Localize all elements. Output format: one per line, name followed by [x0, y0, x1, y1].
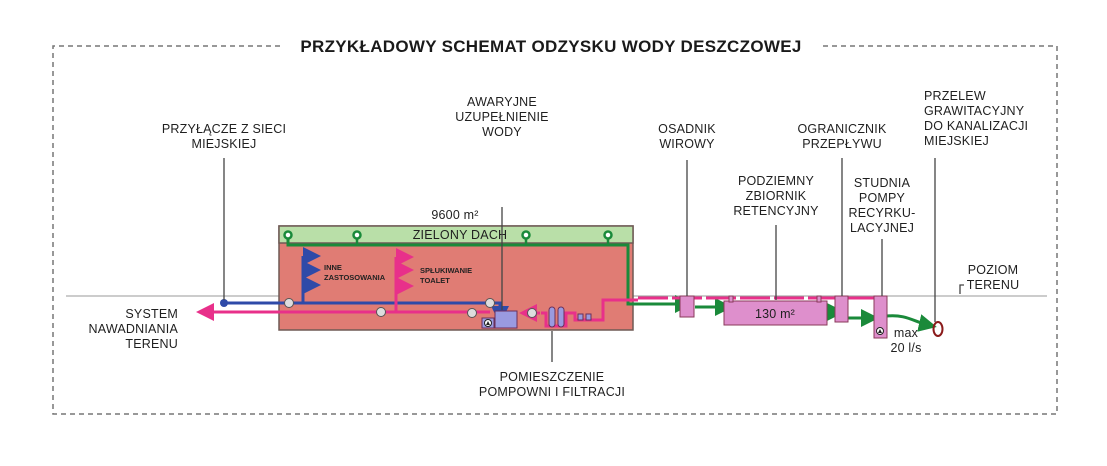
svg-text:20 l/s: 20 l/s	[890, 341, 921, 355]
svg-text:UZUPEŁNIENIE: UZUPEŁNIENIE	[455, 110, 548, 124]
svg-text:POMIESZCZENIE: POMIESZCZENIE	[500, 370, 605, 384]
svg-text:PRZELEW: PRZELEW	[924, 89, 986, 103]
water-meter-icon	[527, 308, 537, 318]
dashed-frame	[52, 45, 1058, 415]
recirc-pump-well	[873, 295, 888, 339]
svg-text:ZBIORNIK: ZBIORNIK	[746, 189, 807, 203]
svg-text:MIEJSKIEJ: MIEJSKIEJ	[191, 137, 256, 151]
svg-text:RETENCYJNY: RETENCYJNY	[733, 204, 819, 218]
filter-icon	[548, 306, 556, 328]
svg-text:WIROWY: WIROWY	[659, 137, 715, 151]
svg-text:NAWADNIANIA: NAWADNIANIA	[89, 322, 179, 336]
label-flow-limiter: OGRANICZNIK PRZEPŁYWU	[797, 122, 886, 151]
svg-text:TERENU: TERENU	[967, 278, 1020, 292]
label-recirc-pump-well: STUDNIA POMPY RECYRKU- LACYJNEJ	[849, 176, 916, 235]
svg-text:STUDNIA: STUDNIA	[854, 176, 911, 190]
label-city-connection: PRZYŁĄCZE Z SIECI MIEJSKIEJ	[162, 122, 286, 151]
svg-text:POMPOWNI I FILTRACJI: POMPOWNI I FILTRACJI	[479, 385, 625, 399]
vortex-settler	[679, 295, 695, 318]
label-ground-level: POZIOM TERENU	[967, 263, 1020, 292]
svg-text:PRZYŁĄCZE Z SIECI: PRZYŁĄCZE Z SIECI	[162, 122, 286, 136]
other-uses-label-2: ZASTOSOWANIA	[324, 273, 386, 282]
toilet-flush-label-1: SPŁUKIWANIE	[420, 266, 472, 275]
label-irrigation: SYSTEM NAWADNIANIA TERENU	[89, 307, 179, 351]
roof-drain-icons	[283, 230, 613, 245]
storage-tank-icon	[494, 310, 518, 329]
pump-triangle-icon	[486, 321, 490, 325]
water-meter-icon	[376, 307, 386, 317]
label-retention-tank: PODZIEMNY ZBIORNIK RETENCYJNY	[733, 174, 819, 218]
roof-drain-icon	[521, 230, 531, 240]
water-meter-icons	[284, 298, 537, 318]
water-meter-icon	[485, 298, 495, 308]
svg-text:DO KANALIZACJI: DO KANALIZACJI	[924, 119, 1028, 133]
svg-text:POMPY: POMPY	[859, 191, 906, 205]
uv-unit-icon	[585, 313, 592, 321]
svg-text:PODZIEMNY: PODZIEMNY	[738, 174, 815, 188]
pump-triangle-icon	[878, 329, 882, 333]
tank-vent	[816, 295, 822, 303]
svg-text:PRZEPŁYWU: PRZEPŁYWU	[802, 137, 882, 151]
diagram-title: PRZYKŁADOWY SCHEMAT ODZYSKU WODY DESZCZO…	[300, 37, 801, 56]
roof-drain-icon	[283, 230, 293, 240]
svg-text:OGRANICZNIK: OGRANICZNIK	[797, 122, 886, 136]
svg-text:AWARYJNE: AWARYJNE	[467, 95, 537, 109]
svg-text:OSADNIK: OSADNIK	[658, 122, 716, 136]
label-pump-room: POMIESZCZENIE POMPOWNI I FILTRACJI	[479, 370, 625, 399]
roof-area-label: 9600 m²	[431, 208, 478, 222]
pink-recycled-water-pipe	[196, 248, 879, 328]
overflow-outlet-icon	[932, 321, 944, 337]
filter-icon	[557, 306, 565, 328]
other-uses-label-1: INNE	[324, 263, 342, 272]
water-meter-icon	[467, 308, 477, 318]
svg-text:GRAWITACYJNY: GRAWITACYJNY	[924, 104, 1025, 118]
svg-text:TERENU: TERENU	[125, 337, 178, 351]
flow-limiter	[834, 295, 849, 323]
label-emergency-refill: AWARYJNE UZUPEŁNIENIE WODY	[455, 95, 548, 139]
roof-drain-icon	[603, 230, 613, 240]
svg-text:LACYJNEJ: LACYJNEJ	[850, 221, 914, 235]
tank-vent	[728, 295, 734, 303]
city-connection-node	[220, 299, 228, 307]
svg-text:max: max	[894, 326, 919, 340]
toilet-flush-label-2: TOALET	[420, 276, 450, 285]
svg-text:SYSTEM: SYSTEM	[125, 307, 178, 321]
uv-unit-icon	[577, 313, 584, 321]
svg-text:WODY: WODY	[482, 125, 522, 139]
leader-lines	[223, 158, 964, 362]
green-roof	[278, 225, 634, 244]
label-max-flow: max 20 l/s	[890, 326, 921, 355]
roof-drain-icon	[352, 230, 362, 240]
water-meter-icon	[284, 298, 294, 308]
tank-area-label: 130 m²	[755, 307, 795, 321]
green-roof-label: ZIELONY DACH	[413, 228, 508, 242]
label-gravity-overflow: PRZELEW GRAWITACYJNY DO KANALIZACJI MIEJ…	[924, 89, 1028, 148]
svg-text:MIEJSKIEJ: MIEJSKIEJ	[924, 134, 989, 148]
label-vortex-settler: OSADNIK WIROWY	[658, 122, 716, 151]
svg-text:RECYRKU-: RECYRKU-	[849, 206, 916, 220]
retention-tank	[723, 300, 828, 326]
svg-text:POZIOM: POZIOM	[968, 263, 1019, 277]
